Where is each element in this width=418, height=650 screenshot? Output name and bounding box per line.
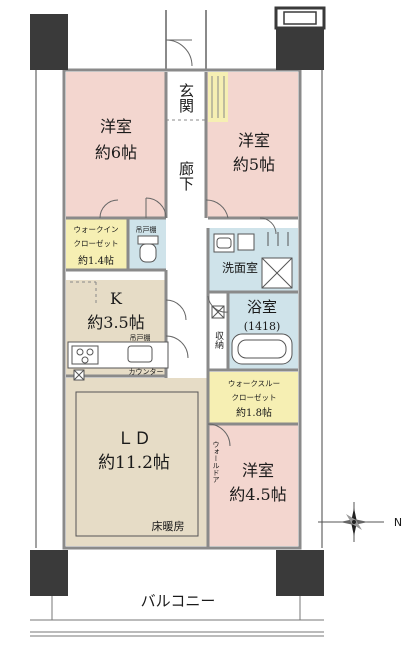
bedroom-se-name: 洋室 [242, 461, 274, 480]
bedroom-ne-size: 約5帖 [233, 155, 275, 174]
walk-in-closet-line2: クローゼット [74, 238, 119, 248]
ld-floor-heating-zone [75, 391, 199, 537]
bedroom-nw-size: 約6帖 [95, 143, 137, 162]
walk-through-closet-line2: クローゼット [232, 392, 277, 402]
bedroom-nw-area [66, 72, 166, 218]
corridor-dashed [70, 119, 206, 304]
compass-icon [318, 502, 384, 542]
living-name: ＬＤ [117, 429, 151, 449]
storage-mark [211, 305, 225, 319]
door-swings [99, 39, 277, 447]
closet-hanger-lines [211, 76, 225, 118]
duct-inner [283, 11, 317, 25]
walk-in-closet-size: 約1.4帖 [78, 254, 114, 267]
balcony-label: バルコニー [141, 592, 216, 610]
compass-north-label: N [394, 516, 402, 529]
walk-in-closet-line1: ウォークイン [74, 225, 119, 234]
kitchen-size: 約3.5帖 [87, 313, 144, 332]
balcony-rails [30, 596, 324, 637]
laundry-pan [261, 257, 293, 289]
bedroom-se-size: 約4.5帖 [229, 485, 286, 504]
kitchen-counter [67, 341, 169, 381]
toilet-fixture [137, 235, 159, 263]
storage-label: 収納 [213, 330, 224, 350]
duct-box [274, 6, 326, 30]
walk-through-closet-size: 約1.8帖 [236, 406, 272, 419]
washroom-label: 洗面室 [222, 260, 258, 275]
outer-lines [35, 70, 323, 548]
living-area [66, 378, 208, 546]
bedroom-nw-name: 洋室 [100, 117, 132, 136]
entrance-label: 玄関 [177, 83, 195, 114]
bedroom-se-area [208, 424, 298, 546]
walk-in-closet-area [66, 218, 128, 270]
bathtub [231, 333, 293, 365]
washroom-shelf [237, 232, 289, 251]
walk-through-closet-area [208, 372, 298, 424]
counter-label: カウンター [129, 367, 164, 376]
bathroom-name: 浴室 [247, 298, 277, 316]
corridor-label: 廊下 [177, 161, 195, 191]
walk-through-closet-line1: ウォークスルー [228, 379, 280, 388]
bedroom-ne-name: 洋室 [238, 131, 270, 150]
washbasin-fixture [213, 233, 235, 253]
living-size: 約11.2帖 [98, 453, 170, 473]
kitchen-name: K [110, 289, 123, 308]
floor-heating-label: 床暖房 [152, 519, 185, 533]
bathroom-size: (1418) [244, 320, 281, 333]
hanging-shelf-1-label: 吊戸棚 [136, 225, 157, 234]
wall-door-label: ウォールドア [212, 441, 220, 483]
columns [30, 14, 324, 596]
hanging-shelf-2-label: 吊戸棚 [130, 333, 151, 342]
